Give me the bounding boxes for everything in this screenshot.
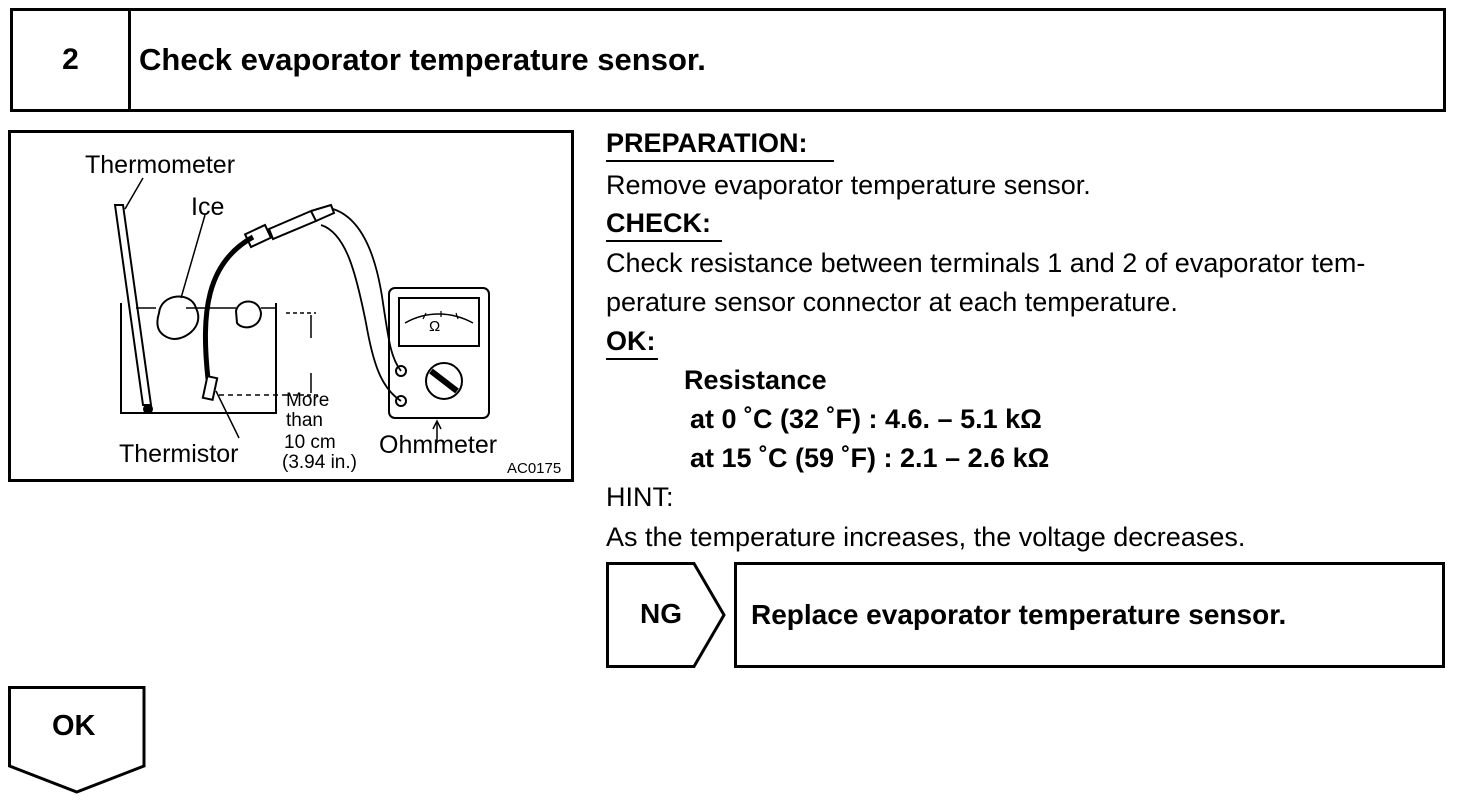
ice-label: Ice — [191, 193, 225, 221]
figure-code: AC0175 — [507, 460, 562, 477]
ohmmeter-body — [388, 287, 490, 419]
distance-metric-label: 10 cm — [284, 432, 336, 453]
preparation-text: Remove evaporator temperature sensor. — [606, 170, 1091, 200]
preparation-underline — [606, 160, 834, 162]
test-setup-illustration — [113, 177, 490, 443]
ng-label: NG — [640, 598, 682, 629]
ok-underline — [606, 358, 658, 360]
ice-cube-1 — [156, 295, 200, 340]
spec-15c: at 15 ˚C (59 ˚F) : 2.1 – 2.6 kΩ — [690, 443, 1050, 473]
ohm-symbol: Ω — [429, 318, 441, 335]
ice-cube-2 — [234, 300, 263, 329]
ice-water-container — [120, 303, 277, 414]
ok-label: OK — [52, 710, 96, 742]
sensor-test-figure: Thermometer Ice More than 10 cm (3.94 in… — [8, 130, 574, 482]
step-number: 2 — [13, 11, 131, 109]
than-label: than — [286, 410, 323, 431]
thermistor-label: Thermistor — [119, 440, 239, 468]
check-underline — [606, 240, 722, 242]
check-text-line-2: perature sensor connector at each temper… — [606, 287, 1178, 317]
ng-arrow-shape — [606, 562, 726, 668]
step-title: Check evaporator temperature sensor. — [139, 42, 706, 77]
hint-text: As the temperature increases, the voltag… — [606, 522, 1246, 552]
check-heading: CHECK: — [606, 208, 711, 238]
thermometer-label: Thermometer — [85, 151, 236, 179]
spec-0c: at 0 ˚C (32 ˚F) : 4.6. – 5.1 kΩ — [690, 404, 1042, 434]
ng-action-text: Replace evaporator temperature sensor. — [751, 599, 1287, 630]
resistance-heading: Resistance — [684, 365, 827, 395]
step-header: 2 Check evaporator temperature sensor. — [10, 8, 1446, 112]
ok-heading: OK: — [606, 326, 656, 356]
check-text-line-1: Check resistance between terminals 1 and… — [606, 248, 1366, 278]
ohmmeter-label: Ohmmeter — [379, 431, 498, 459]
distance-imperial-label: (3.94 in.) — [282, 452, 357, 473]
ng-action-box: Replace evaporator temperature sensor. — [734, 562, 1445, 668]
preparation-heading: PREPARATION: — [606, 128, 808, 158]
more-label: More — [286, 390, 330, 411]
hint-heading: HINT: — [606, 482, 674, 512]
ok-arrow-shape — [8, 686, 146, 794]
